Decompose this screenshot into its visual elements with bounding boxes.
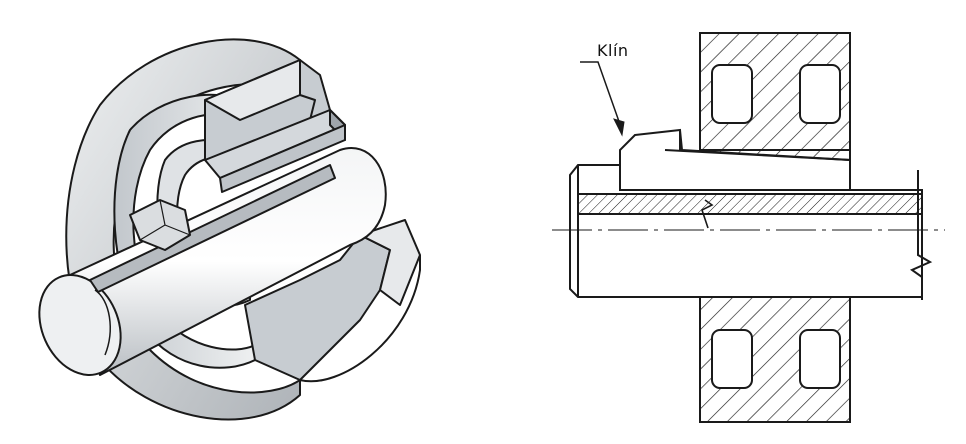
shaft-keyway-section xyxy=(577,193,923,215)
shaft-body xyxy=(69,147,387,376)
key-wedge-iso xyxy=(204,109,346,193)
shaft-keyway xyxy=(89,164,336,293)
hub-lower-pocket-right xyxy=(799,329,841,389)
hub-section-lower xyxy=(699,296,851,423)
key-leader-arrow xyxy=(613,118,625,137)
shaft-end-face xyxy=(38,274,122,376)
key-callout-label: Klín xyxy=(597,41,629,60)
hub-upper-pocket-left xyxy=(711,64,753,124)
hub-upper-pocket-right xyxy=(799,64,841,124)
hub-section-upper xyxy=(699,32,851,162)
hub-lower-pocket-left xyxy=(711,329,753,389)
shaft xyxy=(38,147,387,376)
key-wedge-section xyxy=(619,128,851,191)
key-leader-line xyxy=(580,61,623,131)
shaft-break-line xyxy=(909,170,933,300)
